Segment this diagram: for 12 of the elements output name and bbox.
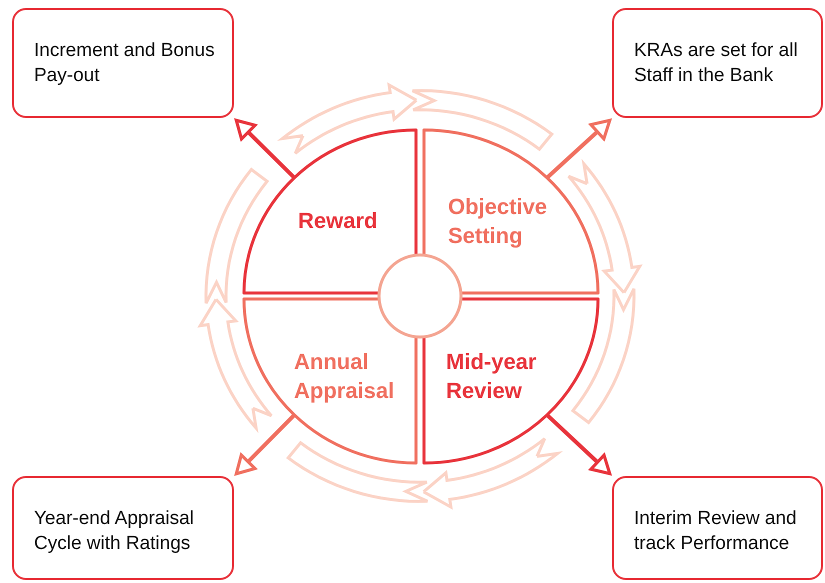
- arrow: [234, 414, 296, 476]
- text-box: Year-end Appraisal Cycle with Ratings: [12, 476, 234, 580]
- arrow: [234, 118, 296, 180]
- quadrant-label: Annual Appraisal: [294, 348, 396, 405]
- arrow: [546, 414, 612, 476]
- text-box: Interim Review and track Performance: [612, 476, 823, 580]
- text-box: Increment and Bonus Pay-out: [12, 8, 234, 118]
- quadrant-label: Reward: [298, 207, 378, 235]
- text-box: KRAs are set for all Staff in the Bank: [612, 8, 823, 118]
- quadrant-label: Mid-year Review: [446, 348, 538, 405]
- quadrant-label: Objective Setting: [448, 193, 548, 250]
- arrow: [546, 118, 612, 180]
